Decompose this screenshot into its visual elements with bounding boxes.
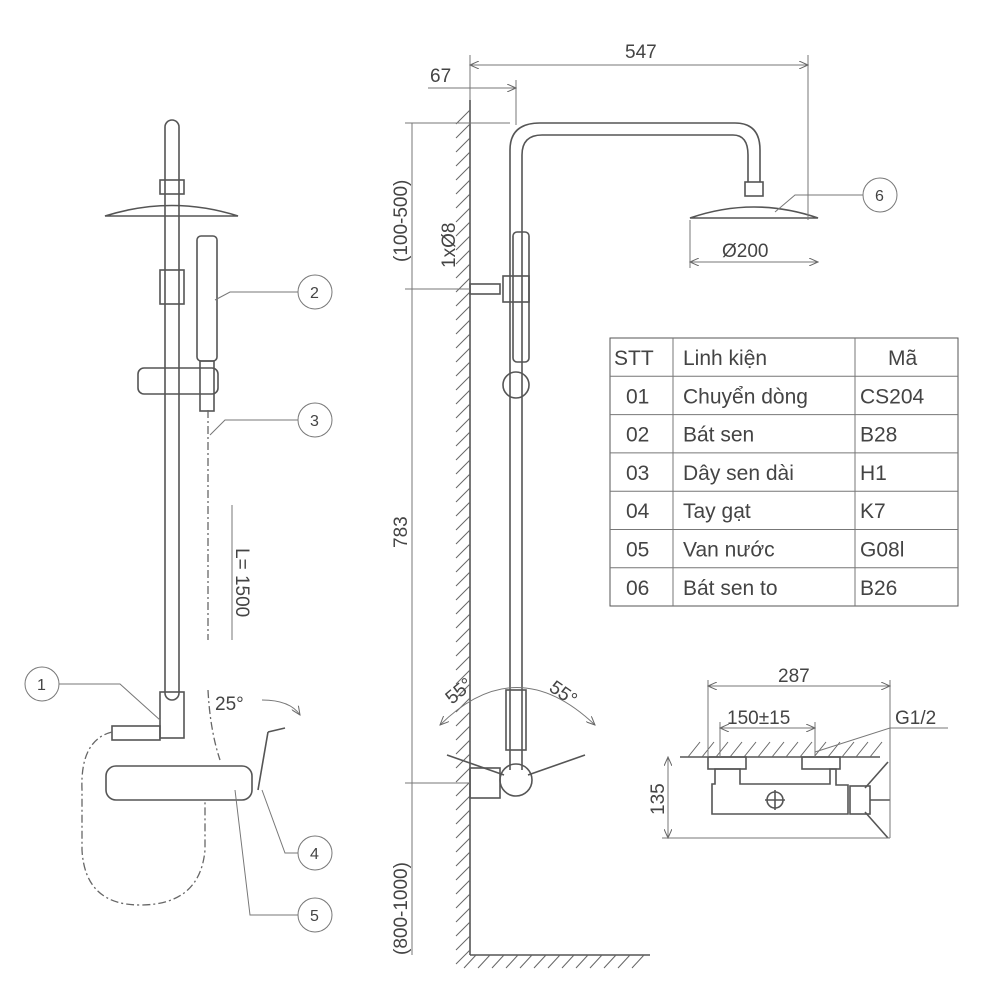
table-row: 06 Bát sen to B26	[626, 577, 897, 600]
riser-outer	[509, 122, 761, 770]
hand-shower	[512, 231, 530, 363]
table-cell: Van nước	[683, 539, 775, 562]
head-connector	[744, 181, 764, 197]
bar-joint	[159, 269, 185, 305]
callout-1: 1	[24, 666, 161, 721]
callout-4: 4	[261, 789, 333, 871]
valve-detail-view: 287 150±15 G1/2 135	[648, 666, 948, 838]
valve-height-dimension: (800-1000)	[391, 862, 412, 955]
table-cell: 06	[626, 577, 649, 600]
table-cell: 05	[626, 539, 649, 562]
table-row: 02 Bát sen B28	[626, 424, 897, 447]
table-cell: 03	[626, 462, 649, 485]
diverter	[159, 691, 185, 739]
table-cell: B26	[860, 577, 897, 600]
table-cell: Chuyển dòng	[683, 385, 808, 408]
diverter-knob	[111, 725, 161, 741]
svg-text:2: 2	[310, 285, 319, 302]
table-cell: STT	[614, 347, 654, 370]
valve-width-dimension: 287	[778, 666, 810, 687]
table-cell: B28	[860, 424, 897, 447]
inlet-left	[707, 756, 747, 770]
valve-depth-dimension: 135	[648, 783, 669, 815]
slide-holder	[137, 367, 219, 395]
bar-joint	[502, 275, 530, 303]
reach-dimension: 547	[625, 42, 657, 63]
table-cell: Dây sen dài	[683, 462, 794, 485]
table-header-row: STT Linh kiện Mã	[614, 347, 917, 370]
top-adjust-dimension: (100-500)	[391, 180, 412, 262]
svg-text:5: 5	[310, 908, 319, 925]
svg-text:4: 4	[310, 846, 319, 863]
table-cell: CS204	[860, 385, 925, 408]
table-cell: 01	[626, 385, 649, 408]
svg-text:1: 1	[37, 677, 46, 694]
callout-2: 2	[214, 274, 333, 310]
callout-6: 6	[774, 177, 898, 213]
screw-label: 1xØ8	[439, 223, 460, 268]
mixer-valve-body	[105, 765, 253, 801]
table-cell: G08l	[860, 539, 904, 562]
hose-length-label: L= 1500	[231, 548, 252, 617]
lever-angle-label: 25°	[215, 694, 244, 715]
hose-path	[81, 410, 221, 906]
head-diameter-dimension: Ø200	[722, 241, 768, 262]
wall-offset-dimension: 67	[430, 66, 451, 87]
table-cell: 04	[626, 500, 650, 523]
table-cell: Linh kiện	[683, 347, 767, 370]
wall-bracket	[469, 283, 501, 295]
hand-shower-handle	[199, 360, 215, 412]
valve-lever-base	[849, 785, 871, 815]
bar-length-dimension: 783	[391, 516, 412, 548]
valve-body	[711, 768, 849, 815]
table-cell: Bát sen to	[683, 577, 778, 600]
floor-hatch	[463, 954, 645, 969]
angle-right-label: 55°	[545, 677, 581, 711]
head-connector	[159, 179, 185, 195]
overhead-shower-head	[689, 206, 819, 219]
table-row: 01 Chuyển dòng CS204	[626, 385, 925, 408]
wall-hatch	[455, 109, 471, 965]
front-view: 1 2 3 4 5 25° L= 1500	[24, 119, 333, 933]
shower-riser-pipe	[164, 119, 180, 701]
hand-shower	[196, 235, 218, 362]
table-cell: H1	[860, 462, 887, 485]
thread-label: G1/2	[895, 708, 936, 729]
table-row: 04 Tay gạt K7	[626, 500, 886, 523]
inlet-spacing-dimension: 150±15	[727, 708, 790, 729]
angle-left-label: 55°	[442, 674, 478, 709]
overhead-shower-head	[104, 204, 239, 217]
riser-inner	[521, 134, 749, 770]
mixer-valve	[499, 763, 533, 797]
table-cell: Mã	[888, 347, 917, 370]
table-cell: Tay gạt	[683, 500, 751, 523]
table-cell: 02	[626, 424, 649, 447]
callout-3: 3	[209, 402, 333, 438]
callout-5: 5	[234, 789, 333, 933]
table-cell: Bát sen	[683, 424, 754, 447]
table-row: 05 Van nước G08l	[626, 539, 904, 562]
table-cell: K7	[860, 500, 886, 523]
diverter	[505, 689, 527, 751]
svg-text:6: 6	[875, 188, 884, 205]
svg-text:3: 3	[310, 413, 319, 430]
table-row: 03 Dây sen dài H1	[626, 462, 887, 485]
inlet-right	[801, 756, 841, 770]
slide-holder	[502, 371, 530, 399]
